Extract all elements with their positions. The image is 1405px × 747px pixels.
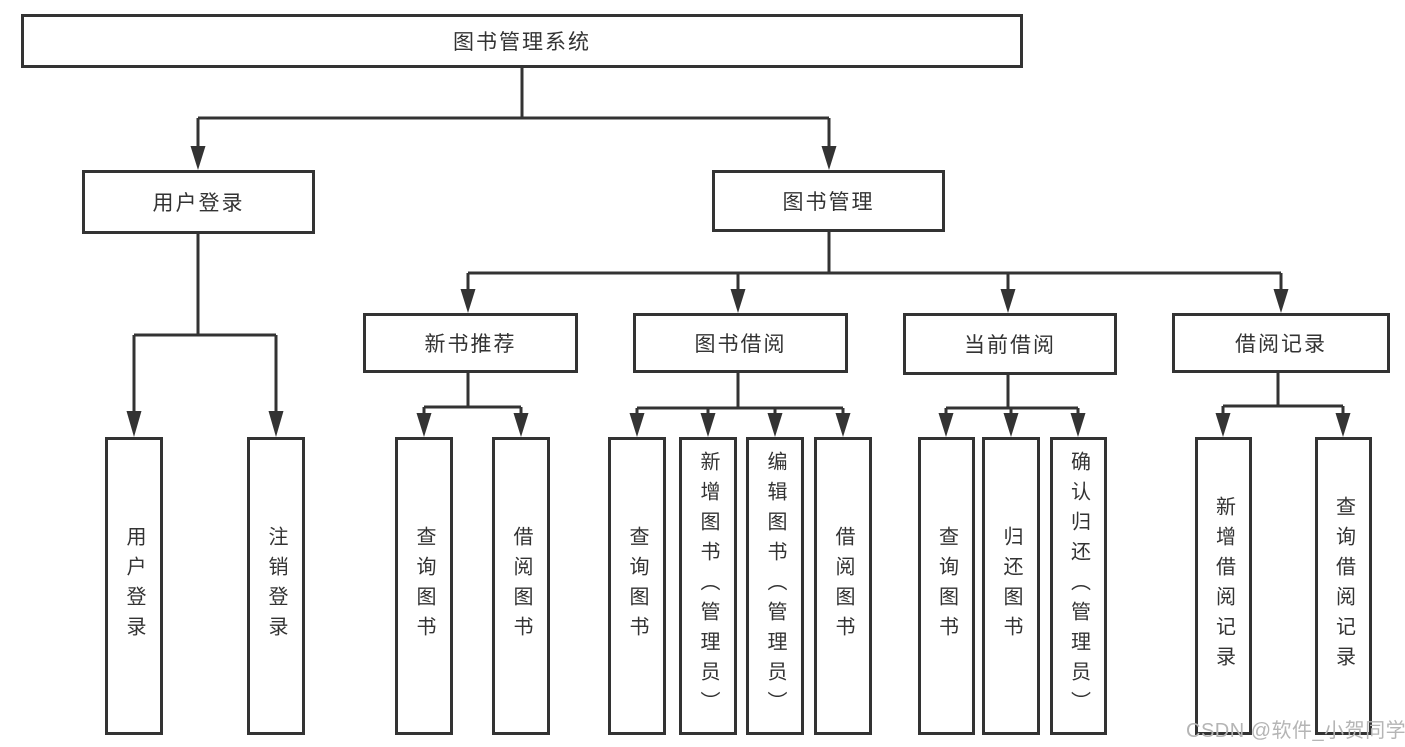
connector-new-book [422, 373, 523, 415]
leaf-edit-book-admin: 编辑图书（管理员） [746, 437, 804, 735]
node-book-borrow-label: 图书借阅 [694, 333, 787, 356]
node-new-book: 新书推荐 [363, 313, 578, 373]
leaf-query-book-label: 查询图书 [626, 526, 648, 646]
leaf-borrow-book: 借阅图书 [814, 437, 872, 735]
leaf-borrow-book-recommend-label: 借阅图书 [510, 526, 532, 646]
node-user-login-label: 用户登录 [152, 192, 245, 215]
arrowheads [126, 146, 1351, 437]
leaf-query-book: 查询图书 [608, 437, 666, 735]
node-new-book-label: 新书推荐 [424, 333, 517, 356]
node-user-login: 用户登录 [82, 170, 315, 234]
connector-book-borrow [635, 373, 845, 415]
leaf-query-book-recommend: 查询图书 [395, 437, 453, 735]
leaf-return-book: 归还图书 [982, 437, 1040, 735]
leaf-user-login-label: 用户登录 [123, 526, 145, 646]
leaf-borrow-book-label: 借阅图书 [832, 526, 854, 646]
node-book-borrow: 图书借阅 [633, 313, 848, 373]
connector-current-borrow [944, 375, 1080, 415]
leaf-query-book-recommend-label: 查询图书 [413, 526, 435, 646]
node-borrow-record-label: 借阅记录 [1235, 333, 1327, 356]
leaf-confirm-return-admin: 确认归还（管理员） [1050, 437, 1107, 735]
connector-root [196, 68, 831, 148]
leaf-add-book-admin-label: 新增图书（管理员） [697, 451, 719, 721]
leaf-user-login: 用户登录 [105, 437, 163, 735]
connector-book-mgmt [466, 232, 1283, 291]
leaf-query-current: 查询图书 [918, 437, 975, 735]
node-root: 图书管理系统 [21, 14, 1023, 68]
csdn-watermark: CSDN @软件_小贺同学 [1186, 720, 1405, 742]
node-borrow-record: 借阅记录 [1172, 313, 1390, 373]
leaf-query-borrow-record-label: 查询借阅记录 [1332, 496, 1355, 676]
leaf-edit-book-admin-label: 编辑图书（管理员） [764, 451, 786, 721]
leaf-add-borrow-record-label: 新增借阅记录 [1212, 496, 1235, 676]
leaf-return-book-label: 归还图书 [1000, 526, 1022, 646]
leaf-borrow-book-recommend: 借阅图书 [492, 437, 550, 735]
leaf-query-current-label: 查询图书 [935, 526, 958, 646]
leaf-confirm-return-admin-label: 确认归还（管理员） [1067, 451, 1090, 721]
leaf-query-borrow-record: 查询借阅记录 [1315, 437, 1372, 735]
leaf-logout: 注销登录 [247, 437, 305, 735]
leaf-add-book-admin: 新增图书（管理员） [679, 437, 737, 735]
leaf-logout-label: 注销登录 [265, 526, 287, 646]
node-book-mgmt-label: 图书管理 [782, 191, 875, 214]
leaf-add-borrow-record: 新增借阅记录 [1195, 437, 1252, 735]
node-current-borrow: 当前借阅 [903, 313, 1117, 375]
node-book-mgmt: 图书管理 [712, 170, 945, 232]
node-root-label: 图书管理系统 [453, 31, 591, 54]
connector-user-login [132, 234, 278, 413]
connector-borrow-record [1221, 373, 1345, 415]
node-current-borrow-label: 当前借阅 [964, 334, 1056, 357]
